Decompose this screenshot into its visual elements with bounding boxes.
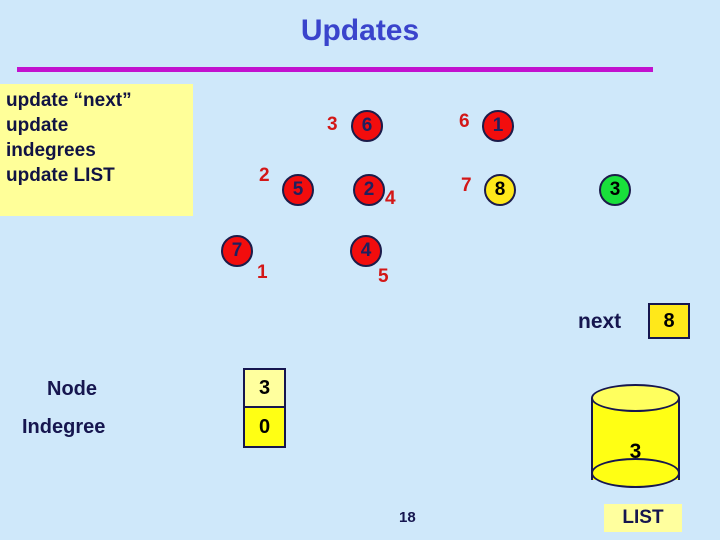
graph-node-5[interactable]: 5 xyxy=(282,174,314,206)
list-cylinder[interactable]: 3 xyxy=(591,384,680,494)
indegree-label-node-1: 6 xyxy=(459,111,470,132)
table-cell-node-value[interactable]: 3 xyxy=(243,368,286,408)
note-line-update-indegrees-part2: indegrees xyxy=(6,140,96,161)
indegree-label-node-7: 1 xyxy=(257,262,268,283)
next-pointer-label: next xyxy=(578,310,622,333)
page-number: 18 xyxy=(399,509,416,526)
indegree-label-node-5: 2 xyxy=(259,165,270,186)
table-row-label-indegree: Indegree xyxy=(22,416,106,438)
list-caption: LIST xyxy=(604,504,682,532)
graph-node-8[interactable]: 8 xyxy=(484,174,516,206)
cylinder-bottom-ellipse xyxy=(591,458,680,488)
note-line-update-next: update “next” xyxy=(6,90,132,111)
indegree-label-node-2: 4 xyxy=(385,188,396,209)
title-divider xyxy=(17,67,653,72)
graph-node-3[interactable]: 3 xyxy=(599,174,631,206)
table-cell-indegree-value[interactable]: 0 xyxy=(243,408,286,448)
list-cylinder-value: 3 xyxy=(629,440,642,463)
graph-node-1[interactable]: 1 xyxy=(482,110,514,142)
indegree-label-node-4: 5 xyxy=(378,266,389,287)
graph-node-4[interactable]: 4 xyxy=(350,235,382,267)
page-title: Updates xyxy=(300,14,420,47)
notes-box: update “next” update indegrees update LI… xyxy=(0,84,193,216)
note-line-update-indegrees-part1: update xyxy=(6,115,69,136)
graph-node-7[interactable]: 7 xyxy=(221,235,253,267)
graph-node-6[interactable]: 6 xyxy=(351,110,383,142)
table-row-label-node: Node xyxy=(47,378,97,400)
graph-node-2[interactable]: 2 xyxy=(353,174,385,206)
note-line-update-list: update LIST xyxy=(6,165,115,186)
next-pointer-value-box[interactable]: 8 xyxy=(648,303,690,339)
indegree-label-node-6: 3 xyxy=(327,114,338,135)
cylinder-top-ellipse xyxy=(591,384,680,412)
indegree-label-node-8: 7 xyxy=(461,175,472,196)
